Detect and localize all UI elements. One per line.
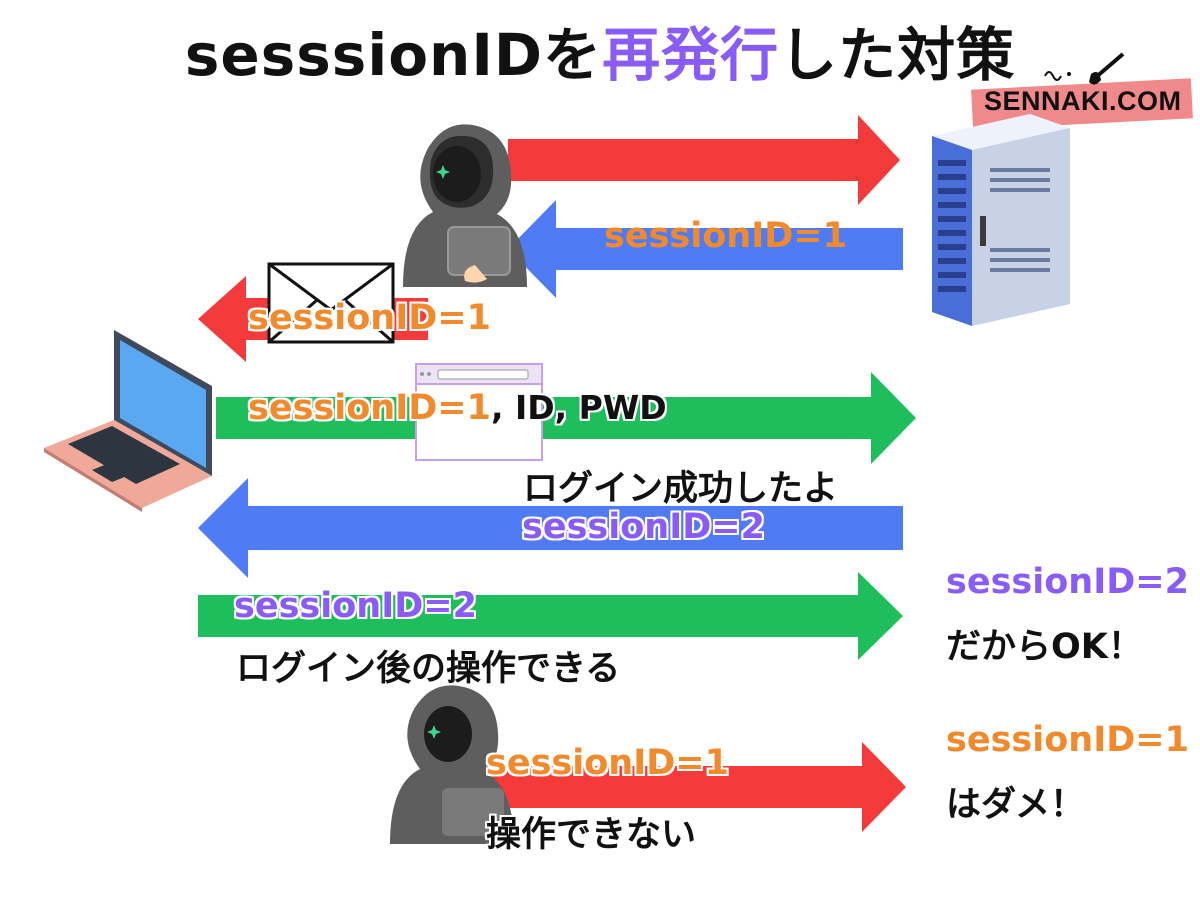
brand-logo: SENNAKI.COM xyxy=(984,86,1182,116)
server-icon xyxy=(932,114,1070,326)
label-user-request-session: sessionID=2 xyxy=(234,586,477,626)
arrow-attacker-request xyxy=(478,742,906,832)
arrow-attacker-to-server xyxy=(508,115,900,205)
label-login-line: sessionID=1, ID, PWD xyxy=(248,388,667,428)
label-server-ok-caption: だからOK！ xyxy=(946,627,1143,667)
label-user-request-caption: ログイン後の操作できる xyxy=(236,649,621,689)
arrow-server-to-attacker xyxy=(508,200,903,298)
label-login-success: ログイン成功したよ xyxy=(523,469,839,509)
label-server-ng-session: sessionID=1 xyxy=(946,720,1189,760)
label-attacker-request-session: sessionID=1 xyxy=(486,743,729,783)
arrow-server-to-user xyxy=(198,478,903,578)
envelope-icon xyxy=(267,262,395,344)
browser-window-icon xyxy=(415,363,543,461)
arrow-user-login xyxy=(216,372,916,464)
title-suffix: した対策 xyxy=(779,21,1016,89)
label-attacker-receives-session: sessionID=1 xyxy=(604,216,847,256)
label-server-ng-caption: はダメ！ xyxy=(946,785,1085,825)
label-login-session: sessionID=1 xyxy=(248,388,491,428)
label-attacker-request-caption: 操作できない xyxy=(486,815,697,855)
arrow-user-request xyxy=(198,572,903,660)
hacker-icon xyxy=(403,124,527,288)
hacker-icon-bottom xyxy=(390,685,514,844)
label-server-ok-session: sessionID=2 xyxy=(946,562,1189,602)
title-highlight: 再発行 xyxy=(602,21,780,89)
paintbrush-icon xyxy=(1044,52,1125,85)
title-prefix: sesssionIDを xyxy=(184,21,603,89)
label-email-session: sessionID=1 xyxy=(248,298,491,338)
label-new-session: sessionID=2 xyxy=(522,507,765,547)
label-login-credentials: , ID, PWD xyxy=(490,388,667,427)
laptop-icon xyxy=(44,330,212,512)
page-title: sesssionIDを再発行した対策 xyxy=(0,8,1200,92)
